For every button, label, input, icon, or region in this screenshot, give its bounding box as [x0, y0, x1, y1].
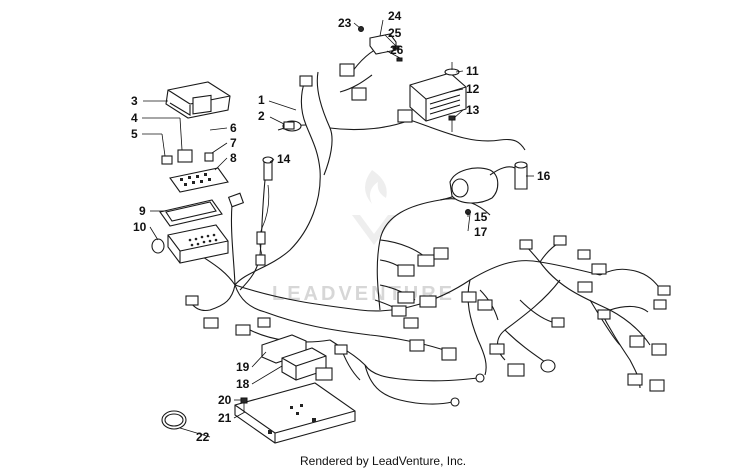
- callout-7: 7: [230, 136, 237, 150]
- callout-11: 11: [466, 64, 479, 78]
- callout-21: 21: [218, 411, 232, 425]
- callout-10: 10: [133, 220, 147, 234]
- callout-12: 12: [466, 82, 480, 96]
- callout-14: 14: [277, 152, 291, 166]
- leader-lines: [142, 19, 534, 438]
- clamp-22: [161, 410, 187, 430]
- callout-8: 8: [230, 151, 237, 165]
- fuse-box-connectors: [185, 192, 271, 336]
- callout-20: 20: [218, 393, 232, 407]
- callout-26: 26: [390, 43, 404, 57]
- temp-sensor: [255, 156, 274, 266]
- render-credit: Rendered by LeadVenture, Inc.: [300, 454, 466, 468]
- lower-connectors: [334, 339, 485, 407]
- fuse-block: [169, 167, 229, 193]
- callout-23: 23: [338, 16, 352, 30]
- right-connectors: [461, 235, 671, 392]
- callout-18: 18: [236, 377, 250, 391]
- callout-9: 9: [139, 204, 146, 218]
- callout-16: 16: [537, 169, 551, 183]
- callout-6: 6: [230, 121, 237, 135]
- washer-11: [444, 62, 460, 76]
- watermark-logo: [352, 170, 396, 245]
- callout-3: 3: [131, 94, 138, 108]
- callout-13: 13: [466, 103, 480, 117]
- bolt-13: [448, 115, 456, 132]
- harness-clip: [282, 120, 302, 132]
- callout-5: 5: [131, 127, 138, 141]
- callout-24: 24: [388, 9, 402, 23]
- top-connectors: [299, 63, 413, 123]
- voltage-regulator: [409, 72, 467, 122]
- callout-labels: 1 2 3 4 5 6 7 8 9 10 11 12 13 14 15 16 1…: [131, 9, 551, 444]
- callout-4: 4: [131, 111, 138, 125]
- callout-1: 1: [258, 93, 265, 107]
- fuse-box-frame: [159, 199, 223, 227]
- relay-6: [192, 94, 212, 115]
- relay-small: [161, 149, 193, 165]
- callout-15: 15: [474, 210, 488, 224]
- battery-tray: [234, 382, 356, 444]
- callout-17: 17: [474, 225, 488, 239]
- fuse-7: [204, 152, 214, 162]
- callout-2: 2: [258, 109, 265, 123]
- ignition-coil: [449, 161, 528, 204]
- callout-22: 22: [196, 430, 210, 444]
- screw-20: [240, 397, 248, 412]
- mid-connectors: [391, 247, 449, 329]
- callout-19: 19: [236, 360, 250, 374]
- fuse-box-base: [151, 224, 229, 264]
- ecu-module: [261, 334, 333, 381]
- callout-25: 25: [388, 26, 402, 40]
